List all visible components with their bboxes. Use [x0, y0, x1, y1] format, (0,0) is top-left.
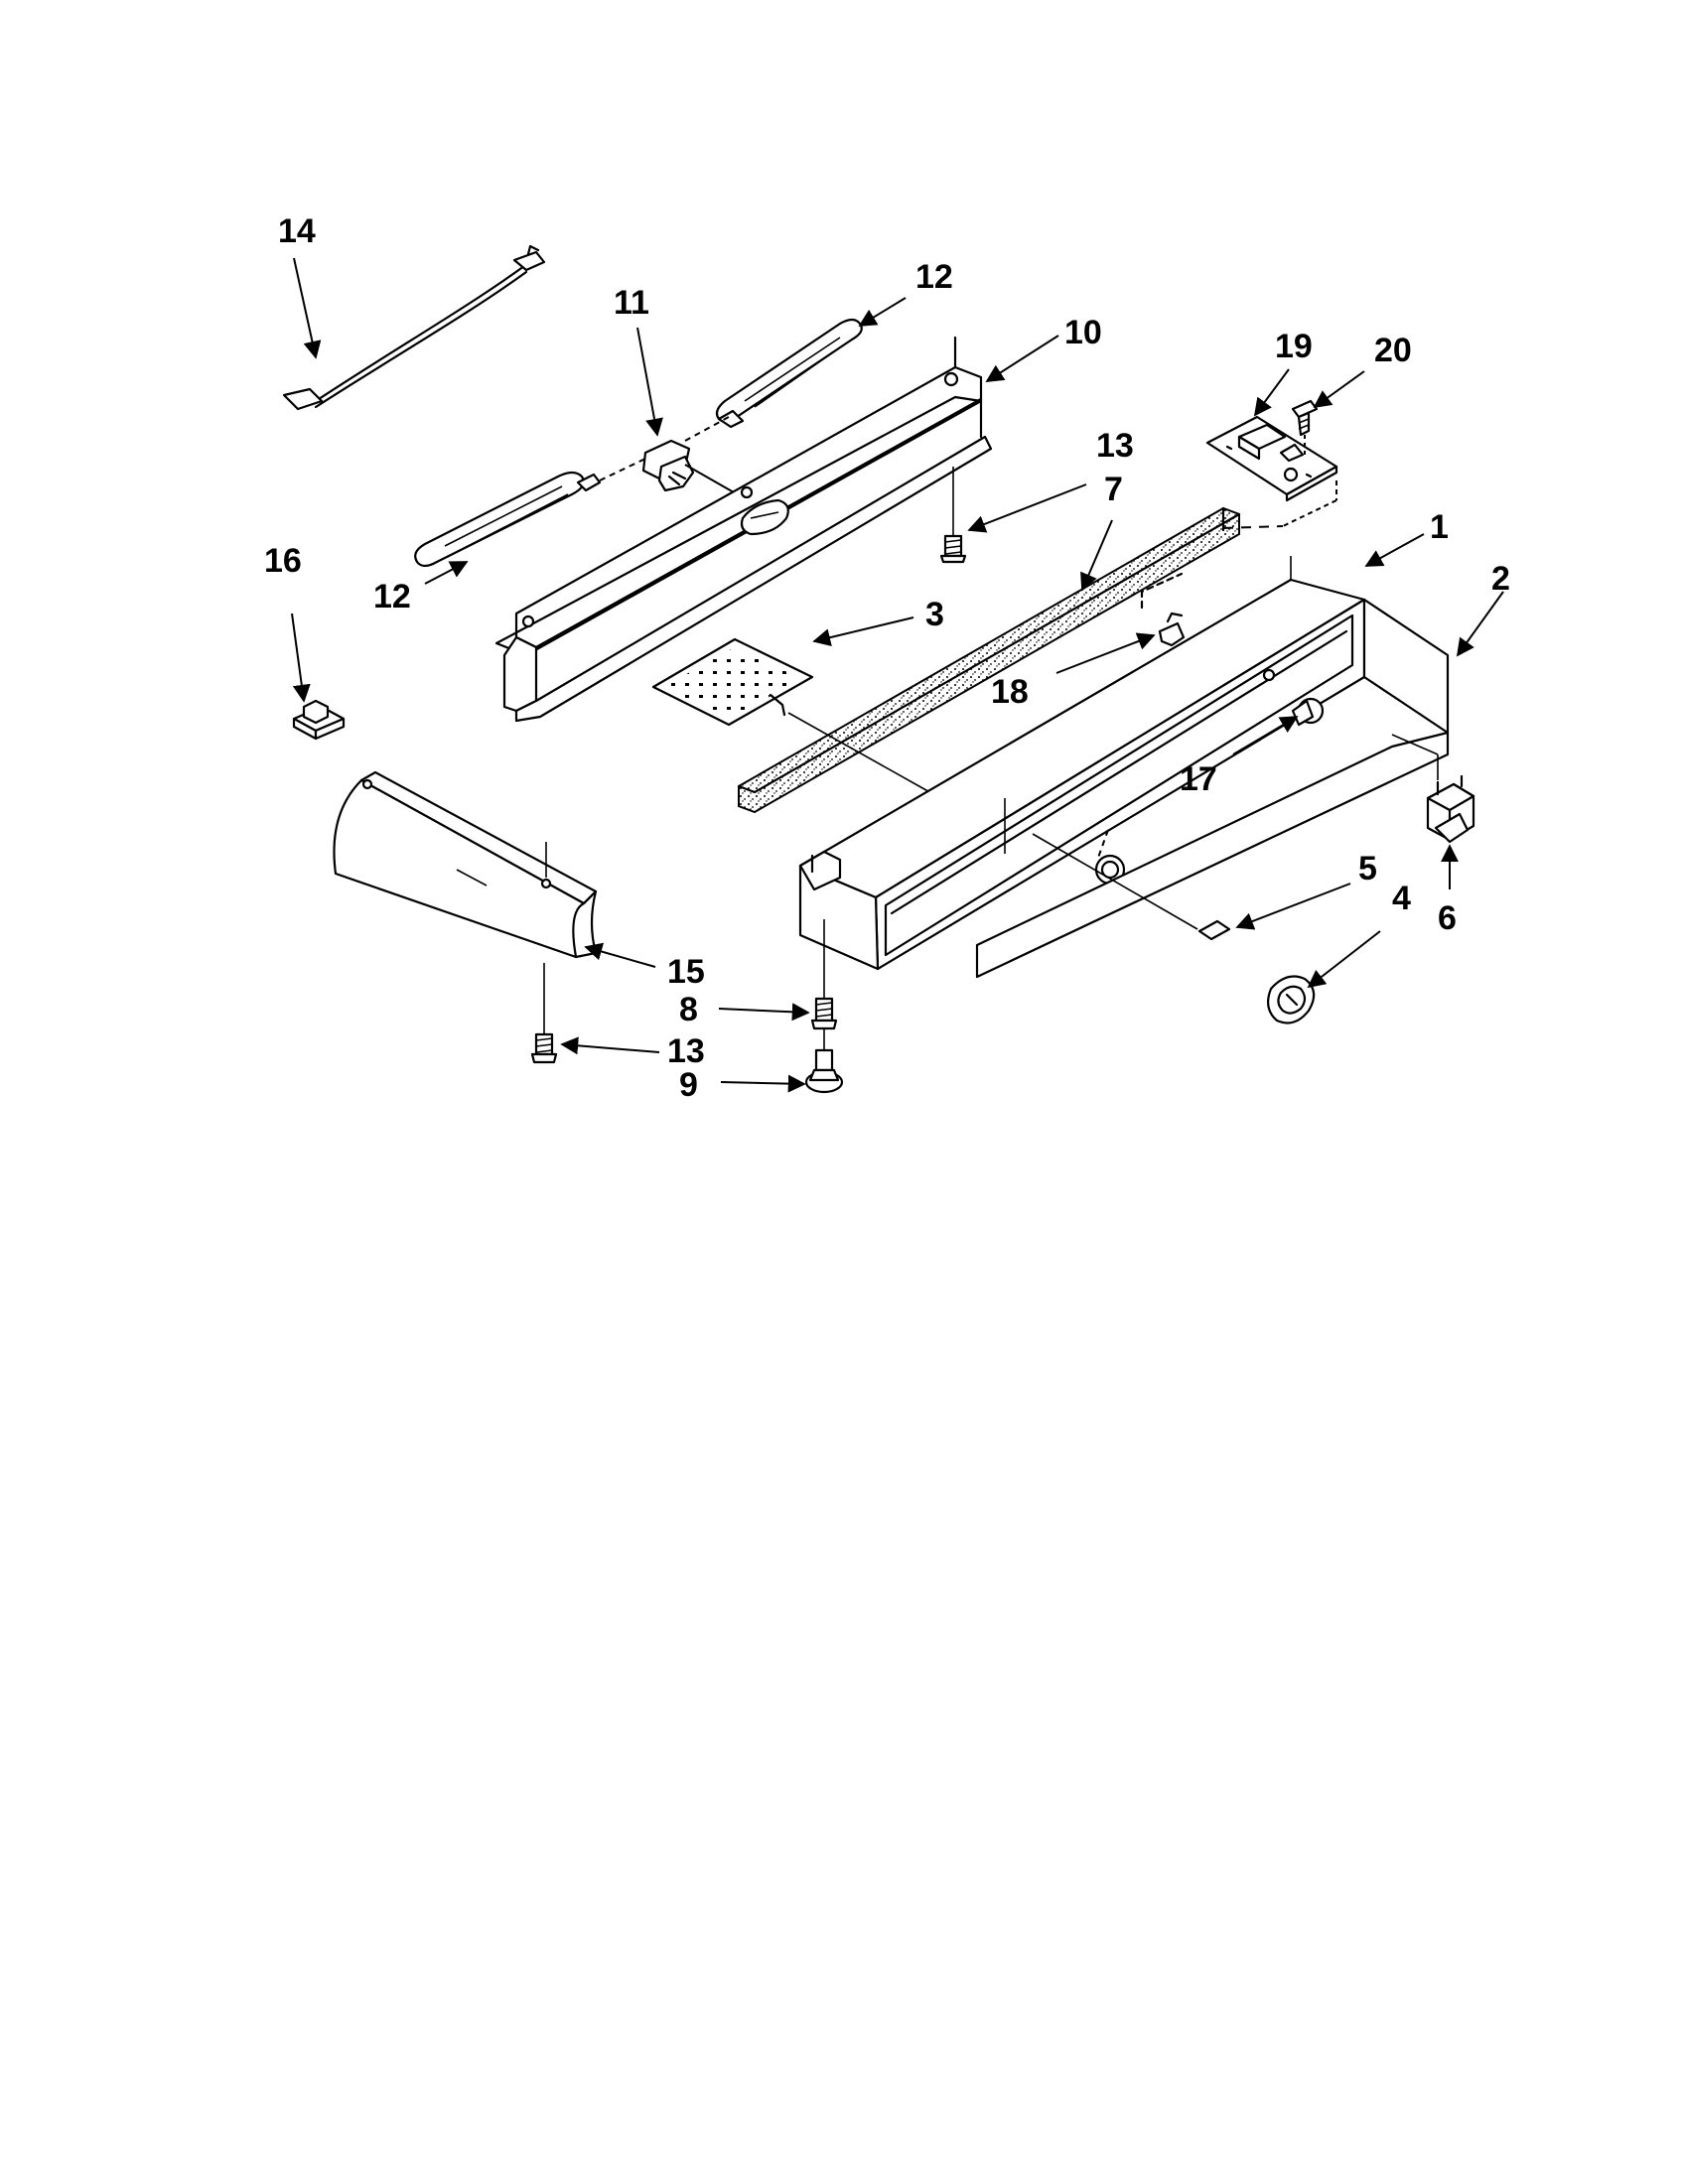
callout-3: 3: [925, 596, 944, 633]
small-clip: [292, 699, 346, 741]
callout-18: 18: [991, 673, 1029, 711]
callout-7: 7: [1104, 471, 1123, 508]
callout-5: 5: [1358, 850, 1377, 887]
circuit-board: [1205, 415, 1338, 527]
leader-arrows: [291, 257, 1504, 1093]
callout-16: 16: [264, 542, 302, 580]
callout-13-lower: 13: [667, 1032, 705, 1070]
switch-plate: [1032, 833, 1231, 941]
callout-6: 6: [1438, 899, 1457, 937]
front-trim: [333, 770, 598, 959]
wire-harness: [282, 244, 546, 411]
callout-17: 17: [1180, 760, 1217, 798]
callout-10: 10: [1064, 314, 1102, 351]
callout-2: 2: [1491, 560, 1510, 598]
lamp-bracket: [494, 336, 993, 723]
callout-8: 8: [679, 991, 698, 1028]
callout-4: 4: [1392, 880, 1411, 917]
callout-11: 11: [614, 284, 649, 322]
callout-labels: 14 11 12 10 19 20 13 7 1 2 16 12 3 18 17…: [264, 212, 1510, 1104]
screw-upper: [939, 467, 967, 564]
lamp-tube-upper: [684, 318, 863, 442]
callout-15: 15: [667, 953, 705, 991]
filter-strip: [737, 506, 1284, 814]
clip: [1140, 572, 1186, 647]
rocker-switch: [1426, 774, 1475, 844]
mesh-plate: [651, 637, 934, 795]
screw-lower: [530, 963, 558, 1064]
callout-12-upper: 12: [915, 258, 953, 296]
outer-panel: [975, 598, 1450, 979]
callout-20: 20: [1374, 332, 1412, 369]
foot-glide: [804, 1028, 844, 1094]
callout-9: 9: [679, 1066, 698, 1104]
lamp-socket: [641, 439, 756, 505]
callout-13-upper: 13: [1096, 427, 1134, 465]
callout-1: 1: [1430, 508, 1449, 546]
callout-19: 19: [1275, 328, 1313, 365]
main-housing: [798, 556, 1366, 971]
knob-4: [1266, 975, 1316, 1024]
lamp-tube-lower: [414, 458, 646, 568]
screw-board: [1291, 399, 1319, 457]
callout-14: 14: [278, 212, 316, 250]
screw-8: [810, 919, 838, 1030]
callout-12-lower: 12: [373, 578, 411, 615]
